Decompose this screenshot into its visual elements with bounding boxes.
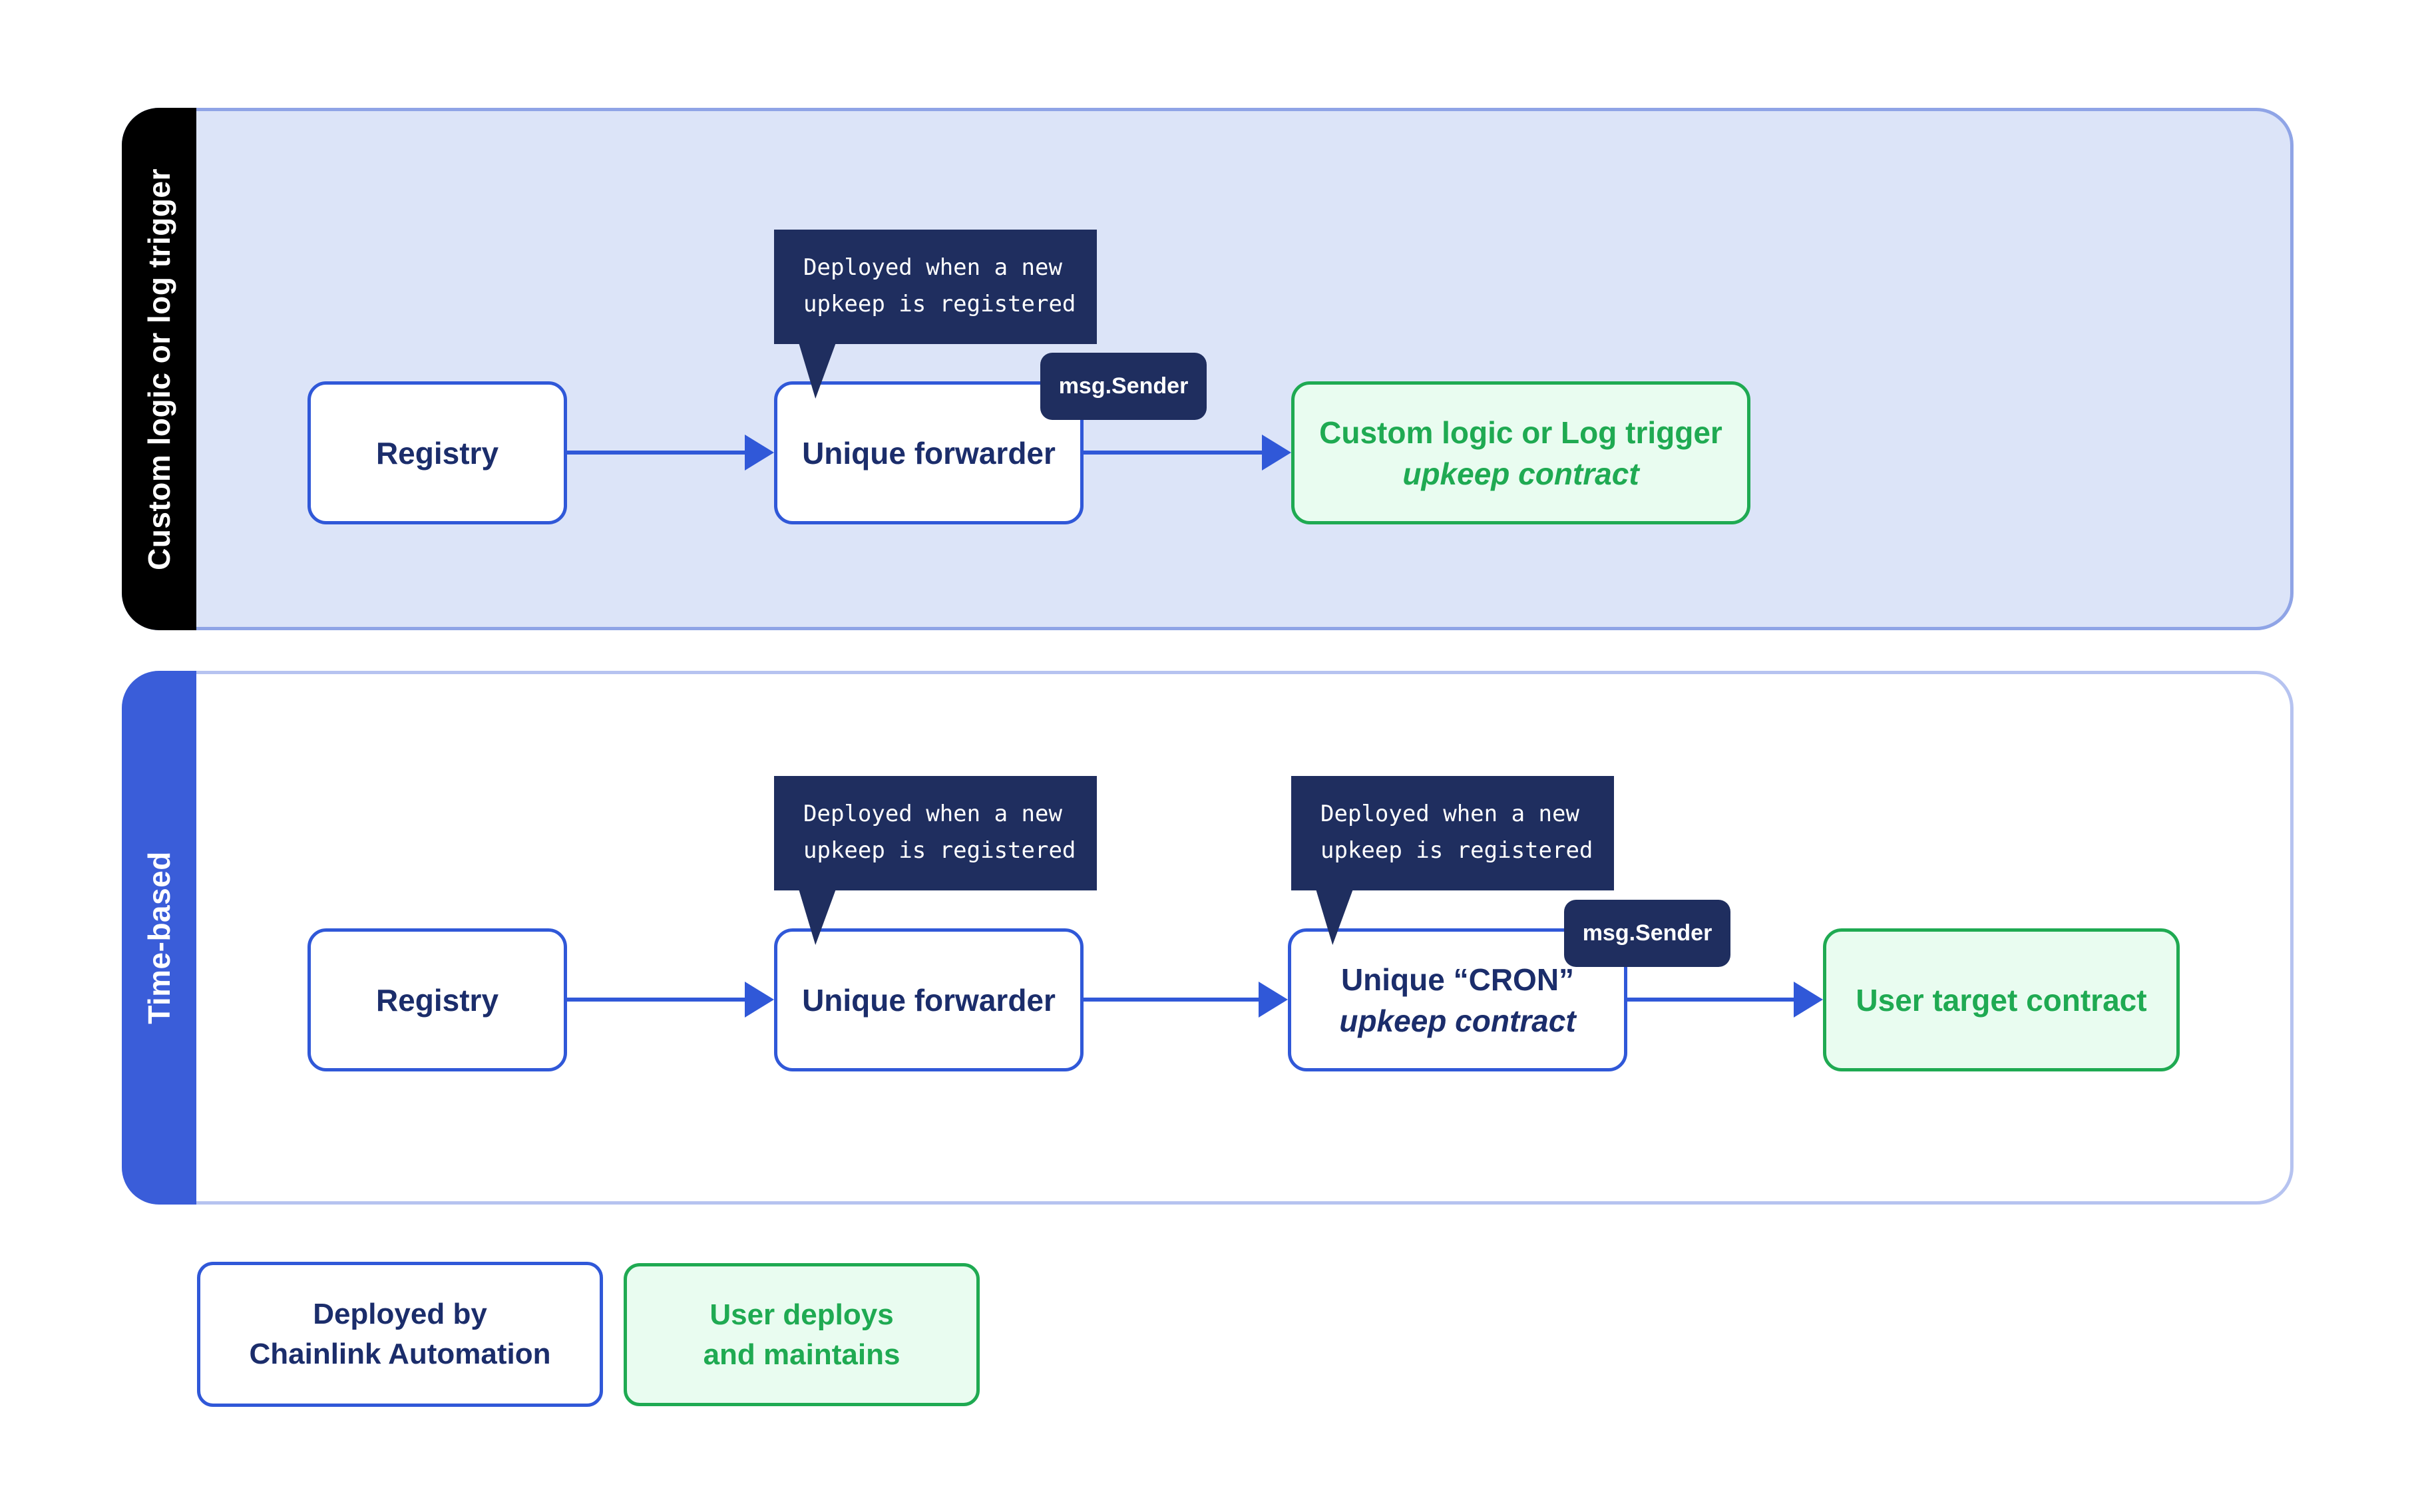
- msg-sender-badge-bottom-label: msg.Sender: [1582, 920, 1712, 946]
- node-unique-forwarder-top-label: Unique forwarder: [802, 435, 1056, 471]
- node-registry-bottom: Registry: [307, 928, 567, 1071]
- tooltip-deployed-top-line1: Deployed when a new: [803, 254, 1062, 281]
- tooltip-deployed-cron-line2: upkeep is registered: [1320, 837, 1593, 864]
- legend-chainlink-line2: Chainlink Automation: [249, 1338, 551, 1370]
- node-user-target-contract: User target contract: [1823, 928, 2180, 1071]
- tooltip-deployed-forwarder-bottom-line1: Deployed when a new: [803, 801, 1062, 827]
- node-unique-forwarder-top: Unique forwarder: [774, 381, 1084, 524]
- node-unique-forwarder-bottom-label: Unique forwarder: [802, 982, 1056, 1018]
- arrow-forwarder-to-cron: [1084, 998, 1261, 1002]
- node-unique-forwarder-bottom: Unique forwarder: [774, 928, 1084, 1071]
- legend-user-deploys: User deploys and maintains: [624, 1263, 980, 1406]
- arrowhead-forwarder-to-upkeep-top: [1262, 435, 1291, 471]
- tooltip-deployed-cron: Deployed when a new upkeep is registered: [1291, 776, 1614, 890]
- legend-deployed-by-chainlink: Deployed by Chainlink Automation: [197, 1262, 603, 1407]
- arrow-registry-to-forwarder-top: [566, 451, 747, 455]
- section-time-based-strip: Time-based: [122, 671, 196, 1205]
- node-registry-top: Registry: [307, 381, 567, 524]
- msg-sender-badge-top: msg.Sender: [1040, 353, 1207, 420]
- msg-sender-badge-top-label: msg.Sender: [1058, 373, 1189, 399]
- legend-user-line2: and maintains: [703, 1338, 901, 1371]
- section-custom-logic-strip: Custom logic or log trigger: [122, 108, 196, 630]
- node-user-target-contract-label: User target contract: [1856, 982, 2147, 1018]
- node-registry-top-label: Registry: [375, 435, 499, 471]
- arrow-cron-to-target: [1627, 998, 1796, 1002]
- arrow-registry-to-forwarder-bottom: [566, 998, 747, 1002]
- section-custom-logic-panel: [122, 108, 2294, 630]
- tooltip-deployed-forwarder-bottom: Deployed when a new upkeep is registered: [774, 776, 1097, 890]
- node-custom-upkeep-contract: Custom logic or Log trigger upkeep contr…: [1291, 381, 1750, 524]
- arrow-forwarder-to-upkeep-top: [1084, 451, 1265, 455]
- tooltip-deployed-forwarder-bottom-line2: upkeep is registered: [803, 837, 1076, 864]
- tooltip-deployed-top: Deployed when a new upkeep is registered: [774, 230, 1097, 344]
- section-time-based-label: Time-based: [142, 851, 177, 1024]
- section-custom-logic-label: Custom logic or log trigger: [142, 168, 176, 570]
- node-custom-upkeep-line1: Custom logic or Log trigger: [1319, 415, 1722, 450]
- msg-sender-badge-bottom: msg.Sender: [1564, 900, 1730, 967]
- legend-user-line1: User deploys: [709, 1298, 894, 1331]
- arrowhead-registry-to-forwarder-bottom: [745, 982, 774, 1018]
- legend-chainlink-line1: Deployed by: [313, 1298, 487, 1330]
- tooltip-deployed-top-line2: upkeep is registered: [803, 291, 1076, 317]
- arrowhead-registry-to-forwarder-top: [745, 435, 774, 471]
- node-custom-upkeep-line2: upkeep contract: [1402, 456, 1639, 491]
- node-cron-upkeep-line1: Unique “CRON”: [1340, 962, 1575, 997]
- arrowhead-cron-to-target: [1794, 982, 1823, 1018]
- node-registry-bottom-label: Registry: [375, 982, 499, 1018]
- node-cron-upkeep-line2: upkeep contract: [1339, 1003, 1576, 1038]
- arrowhead-forwarder-to-cron: [1259, 982, 1288, 1018]
- tooltip-deployed-cron-line1: Deployed when a new: [1320, 801, 1579, 827]
- node-cron-upkeep-contract: Unique “CRON” upkeep contract: [1288, 928, 1627, 1071]
